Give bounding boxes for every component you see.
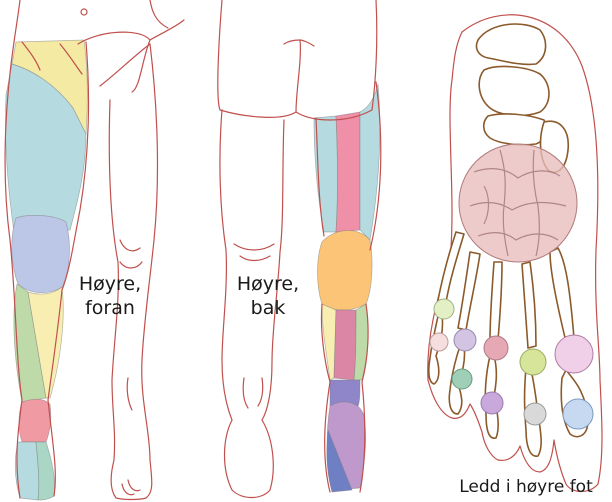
front-view-label: Høyre, foran: [70, 272, 150, 320]
joint-toe2-ip: [523, 402, 547, 426]
back-view-label: Høyre, bak: [228, 272, 308, 320]
tarsal-bones-detail: [469, 149, 567, 257]
back-calf-green-zone: [353, 303, 369, 381]
joint-toe1-ip: [562, 398, 594, 430]
joint-toe5-mtp: [433, 298, 455, 320]
joint-toe3-ip: [480, 391, 504, 415]
front-thigh-zone: [5, 63, 87, 233]
front-shin-yellow-zone: [27, 286, 64, 399]
joint-toe3-mtp: [483, 335, 509, 361]
joint-toe2-mtp: [519, 348, 547, 376]
metatarsal-3: [489, 261, 503, 341]
back-calf-pale-zone: [321, 303, 337, 381]
metatarsal-5: [437, 231, 465, 303]
joint-toe5-ip: [429, 332, 449, 352]
back-knee-zone: [317, 230, 373, 311]
foot-label: Ledd i høyre fot: [459, 477, 593, 497]
back-thigh-blue-zone: [313, 115, 338, 233]
metatarsal-1: [549, 247, 575, 343]
back-label-line-1: Høyre,: [236, 273, 300, 295]
back-heel-blue-zone: [326, 429, 353, 493]
back-calf-pink-zone: [333, 309, 357, 381]
metatarsal-2: [521, 261, 537, 349]
front-label-line-1: Høyre,: [78, 273, 142, 295]
calcaneus-bone: [475, 23, 547, 66]
front-foot-green-zone: [35, 441, 55, 501]
joint-toe4-ip: [451, 368, 473, 390]
front-ankle-zone: [18, 398, 52, 443]
back-thigh-pink-zone: [335, 111, 361, 233]
back-label-line-2: bak: [250, 297, 286, 319]
talus-bone: [478, 65, 550, 117]
foot-figure: [427, 14, 603, 493]
front-label-line-2: foran: [85, 297, 135, 319]
front-knee-zone: [11, 215, 70, 293]
metatarsal-4: [457, 251, 481, 331]
navicular-bone: [482, 113, 548, 146]
joint-toe1-mtp: [554, 334, 594, 374]
joint-toe4-mtp: [453, 328, 477, 352]
midfoot-joint-circle: [458, 143, 578, 263]
back-view-figure: [217, 0, 382, 499]
front-view-figure: [4, 0, 185, 501]
